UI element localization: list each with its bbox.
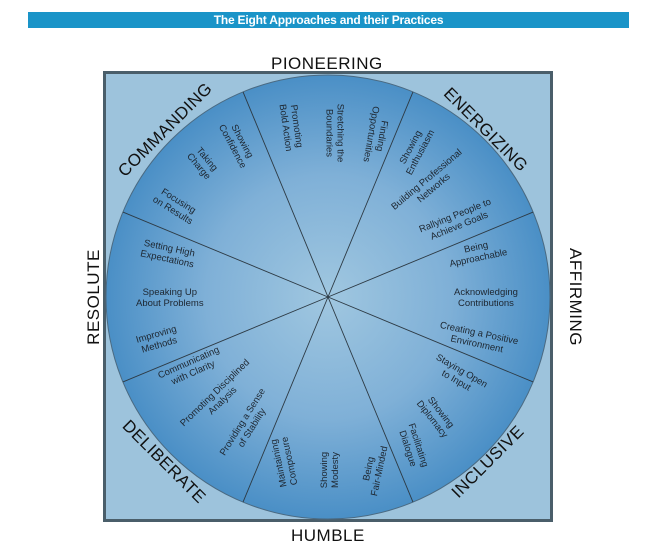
sector-divider [122,296,329,383]
approach-label-affirming: AFFIRMING [566,248,585,346]
approach-label-pioneering: PIONEERING [271,54,383,73]
sector-divider [327,91,414,298]
approach-label-resolute: RESOLUTE [83,249,103,345]
sector-divider [242,91,329,298]
sector-divider [242,296,329,503]
sector-divider [122,211,329,298]
diagram-title: The Eight Approaches and their Practices [28,12,629,28]
sector-divider [327,296,414,503]
sector-divider [327,211,534,298]
approach-label-humble: HUMBLE [291,526,365,545]
sector-divider [327,296,534,383]
